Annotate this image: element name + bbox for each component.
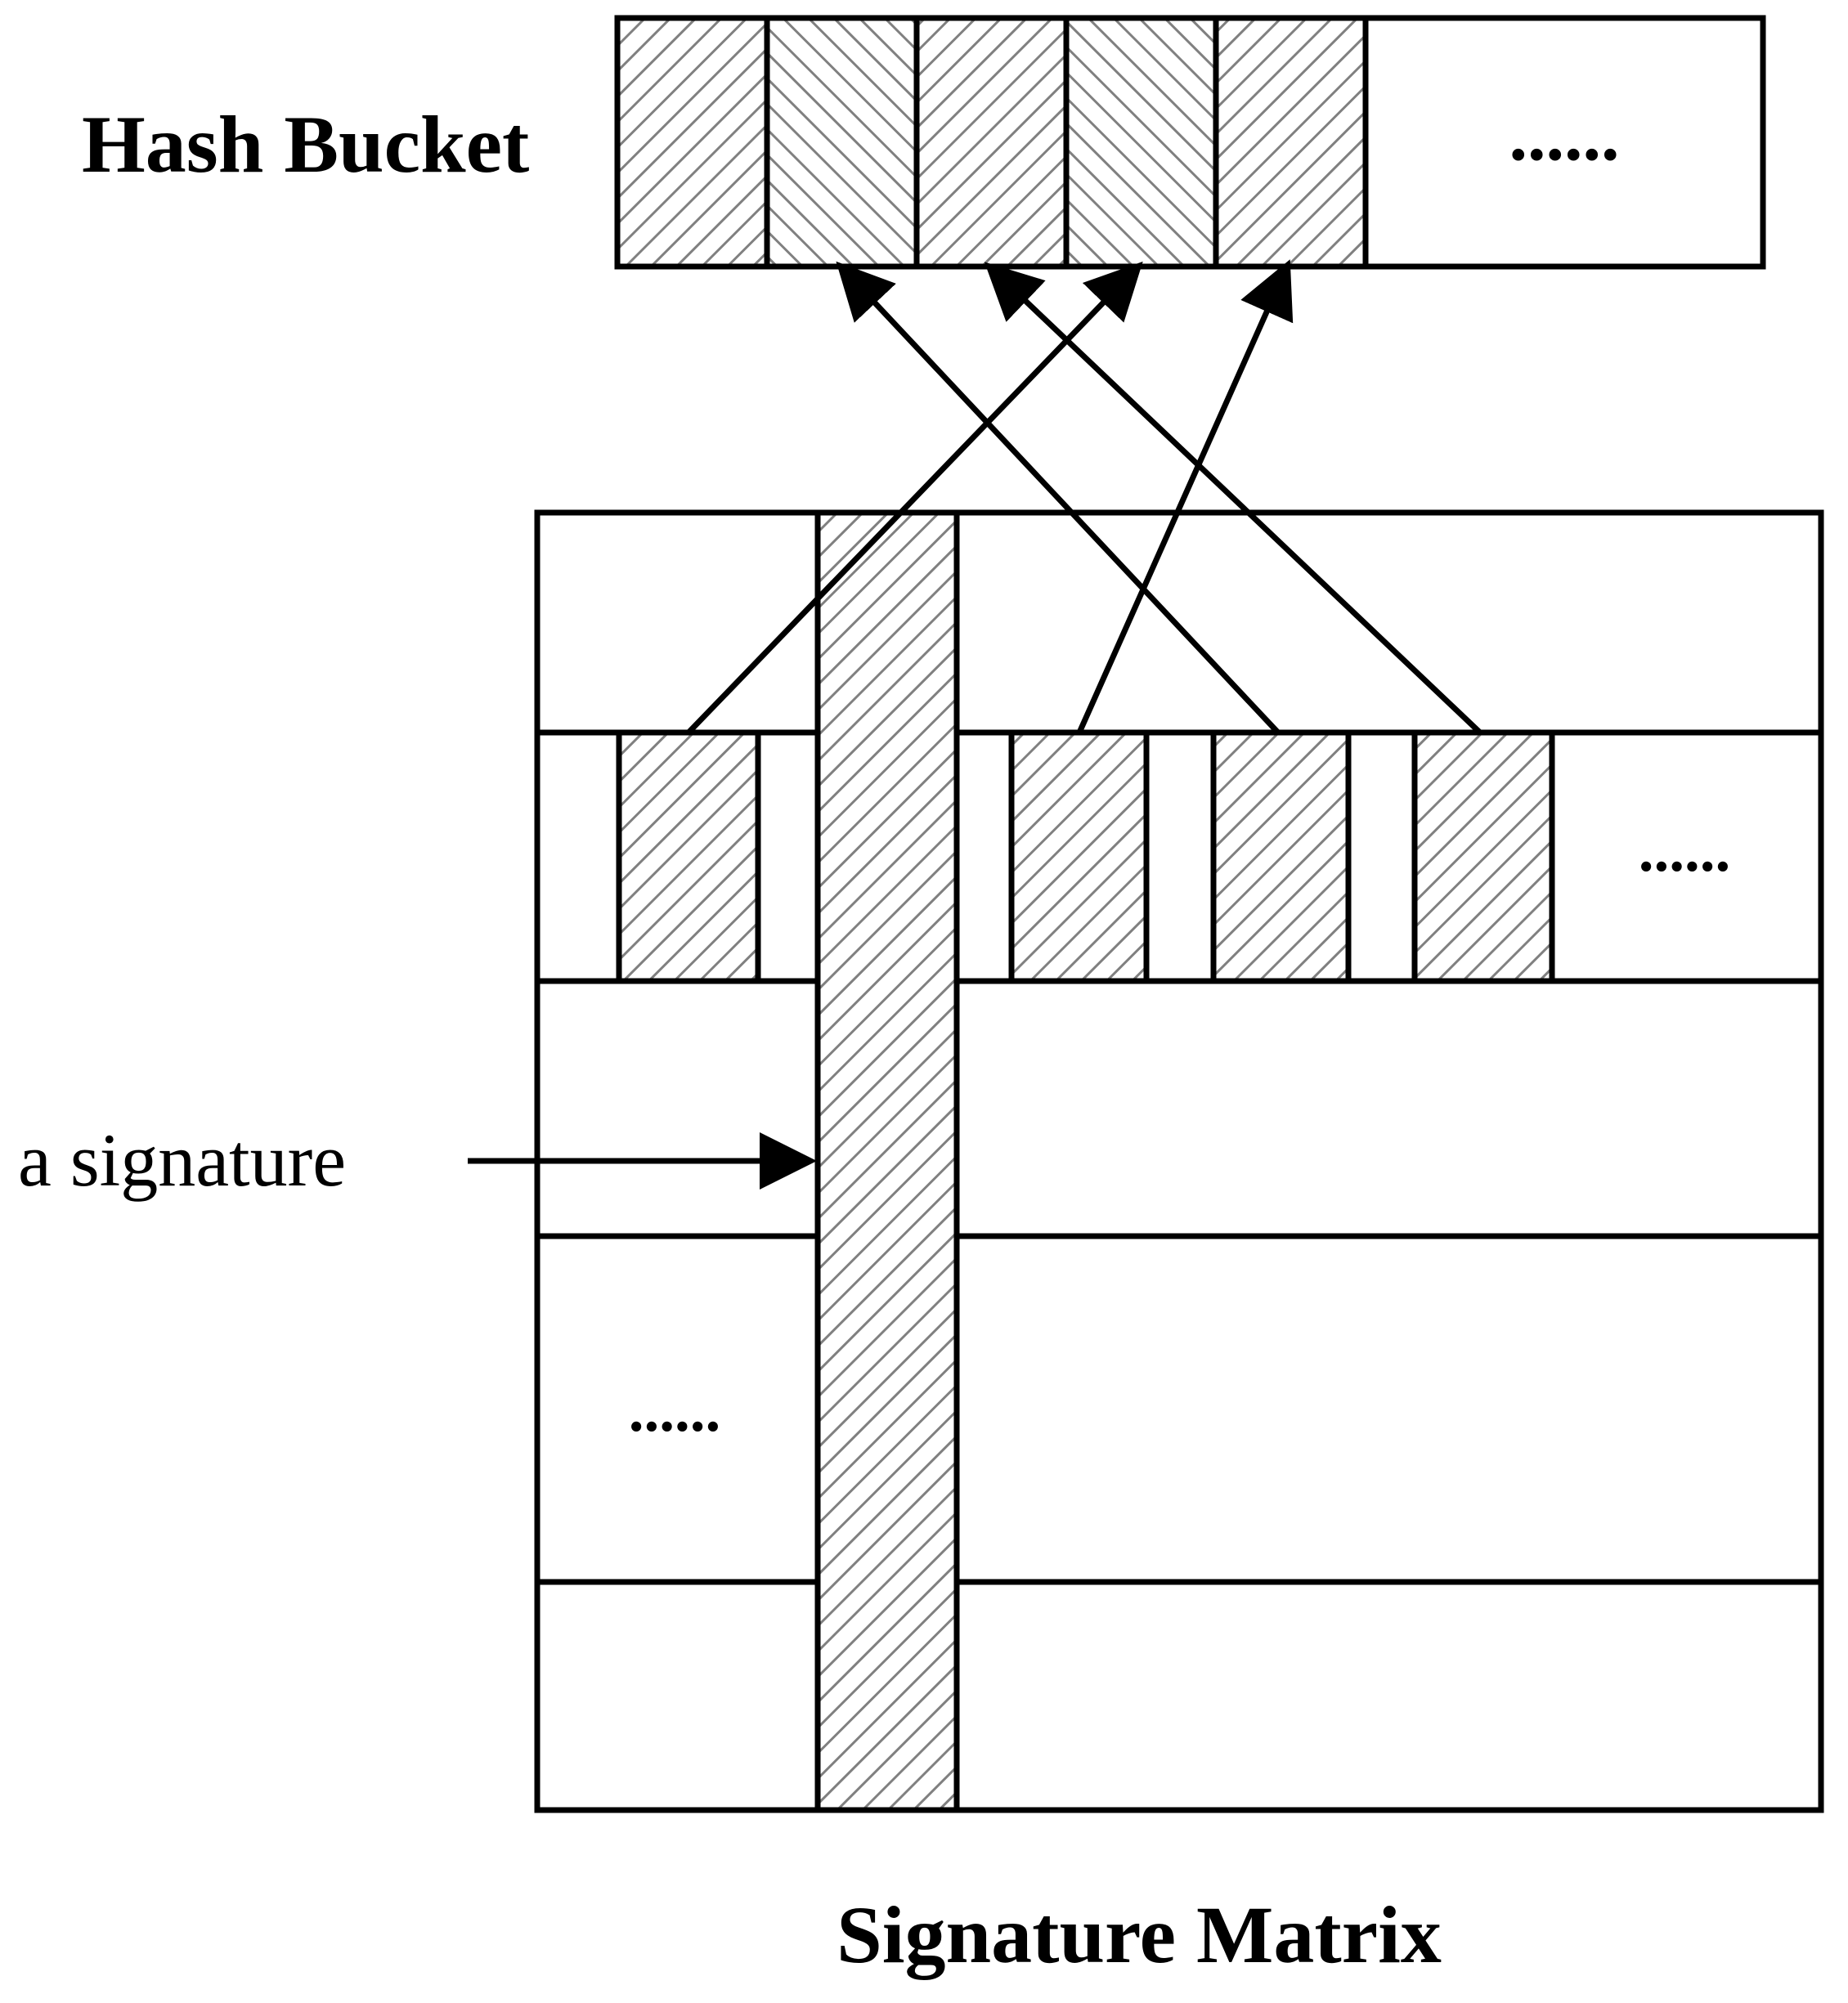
hash-arrows [686, 259, 1482, 735]
band-cell-4 [1411, 729, 1555, 984]
bucket-ellipsis: ...... [1509, 95, 1620, 176]
hash-bucket-array: ...... [614, 15, 1766, 270]
band-cell-1 [616, 729, 761, 984]
row-ellipsis: ...... [1639, 817, 1731, 885]
bucket-cell-rest [1362, 15, 1766, 270]
signature-column [814, 509, 960, 1813]
bucket-cell-2 [764, 15, 920, 270]
bucket-cell-3 [913, 15, 1070, 270]
hash-arrow-4 [984, 262, 1482, 735]
matrix-ellipsis: ...... [629, 1377, 721, 1445]
bucket-cell-5 [1213, 15, 1369, 270]
bucket-cell-4 [1063, 15, 1219, 270]
hash-arrow-2 [1076, 259, 1294, 734]
hash-arrow-1 [686, 261, 1143, 735]
bucket-cell-1 [614, 15, 770, 270]
a-signature-label: a signature [18, 1118, 346, 1202]
band-cell-2 [1008, 729, 1150, 984]
band-cell-3 [1210, 729, 1352, 984]
signature-matrix-title: Signature Matrix [837, 1889, 1442, 1980]
hash-arrow-3 [836, 261, 1281, 735]
hash-bucket-title: Hash Bucket [82, 99, 529, 190]
